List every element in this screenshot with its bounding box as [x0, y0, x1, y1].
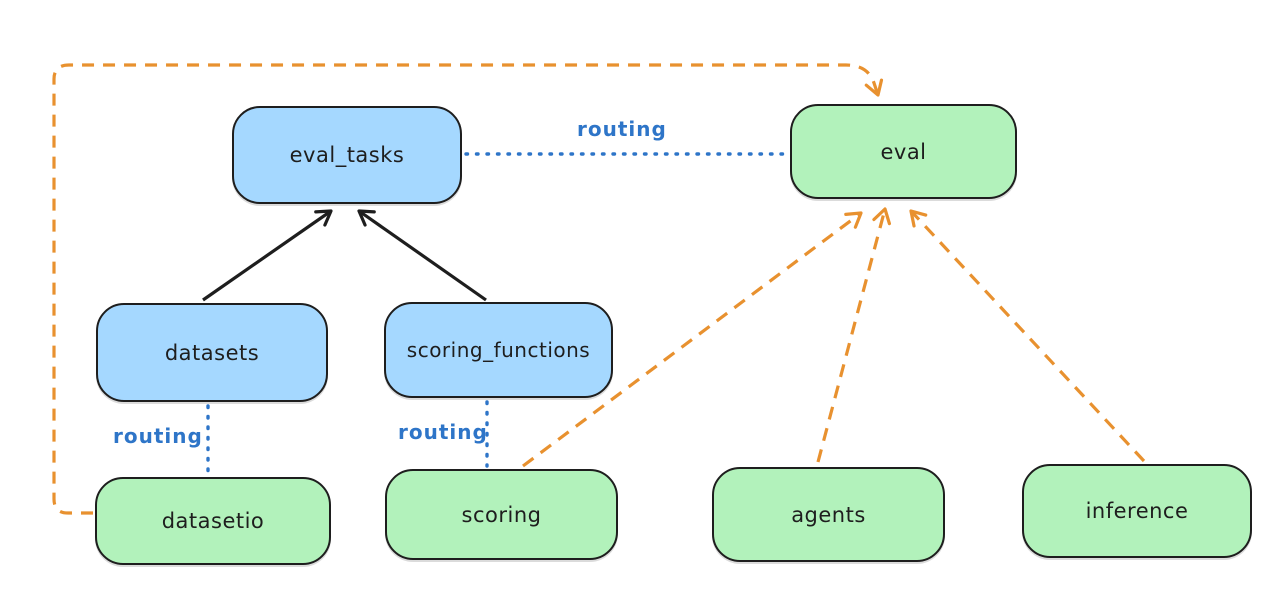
node-scoring-functions-label: scoring_functions [406, 338, 591, 362]
node-scoring-label: scoring [461, 502, 542, 527]
edge-scoring_functions-to-eval_tasks [357, 209, 487, 302]
node-eval-label: eval [880, 139, 927, 164]
routing-label-top: routing [577, 117, 667, 141]
node-inference: inference [1022, 464, 1252, 558]
routing-label-left: routing [113, 424, 203, 448]
node-datasetio: datasetio [95, 477, 331, 565]
edge-datasets-to-eval_tasks [202, 209, 333, 302]
node-agents-label: agents [791, 502, 866, 527]
node-agents: agents [712, 467, 945, 562]
node-inference-label: inference [1085, 499, 1189, 523]
edge-scoring-to-eval [522, 211, 863, 468]
node-eval-tasks: eval_tasks [232, 106, 462, 204]
routing-label-mid: routing [398, 420, 488, 444]
node-eval-tasks-label: eval_tasks [289, 143, 405, 167]
node-eval: eval [790, 104, 1017, 199]
node-scoring-functions: scoring_functions [384, 302, 613, 398]
edge-agents-to-eval [816, 207, 892, 463]
node-datasets: datasets [96, 303, 328, 402]
node-scoring: scoring [385, 469, 618, 560]
edge-inference-to-eval [909, 209, 1146, 463]
node-datasets-label: datasets [164, 340, 260, 365]
edge-datasetio-to-eval [52, 63, 884, 515]
node-datasetio-label: datasetio [161, 509, 265, 533]
